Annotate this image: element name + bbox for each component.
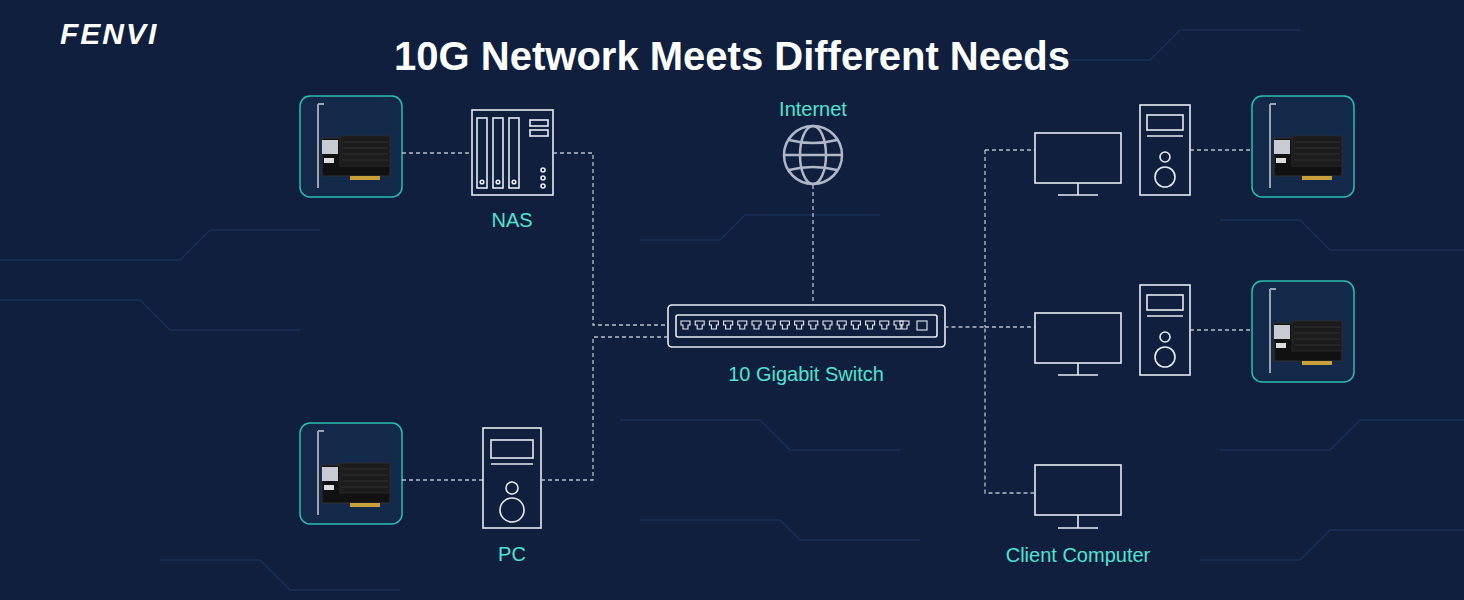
- circuit-texture: [0, 30, 1464, 590]
- network-link: [541, 337, 668, 480]
- brand-logo: FENVI: [60, 16, 158, 52]
- layout-wires: [402, 150, 1252, 480]
- title: 10G Network Meets Different Needs: [0, 32, 1464, 80]
- globe-icon: [784, 126, 842, 184]
- network-link: [945, 327, 1035, 493]
- internet-globe: Internet: [779, 97, 847, 185]
- switch-ports: [681, 321, 927, 330]
- nic-cards: [300, 96, 1354, 524]
- device-label: PC: [483, 542, 541, 566]
- network-switch: 10 Gigabit Switch: [668, 305, 945, 386]
- device-label: Client Computer: [1006, 543, 1151, 567]
- nas-device: NAS: [471, 110, 553, 232]
- device-icons: [472, 105, 1190, 528]
- device-label: Internet: [779, 97, 847, 121]
- client-computer: Client Computer: [1006, 465, 1151, 567]
- network-link: [812, 185, 813, 305]
- network-link: [553, 153, 668, 325]
- device-label: 10 Gigabit Switch: [668, 362, 945, 386]
- device-label: NAS: [471, 208, 553, 232]
- pc-tower: PC: [483, 428, 541, 566]
